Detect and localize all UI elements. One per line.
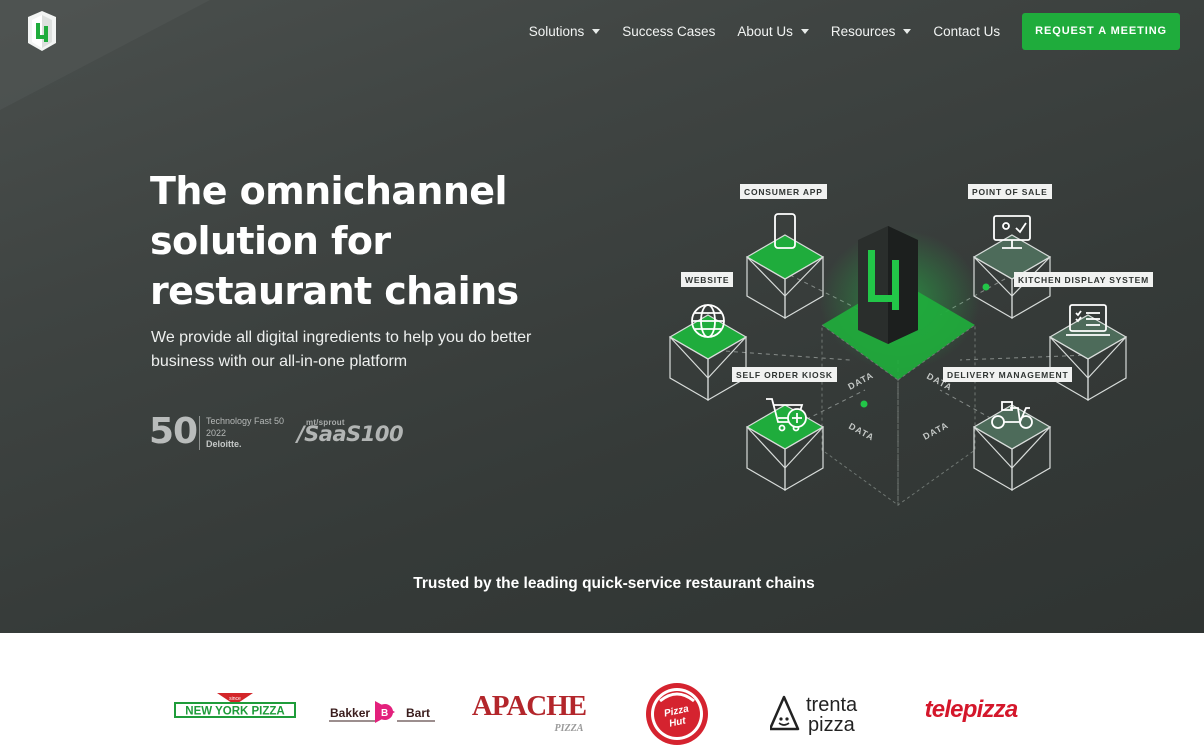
deloitte-line: Deloitte.	[206, 439, 242, 449]
label-website: WEBSITE	[681, 272, 734, 287]
data-flow-label: DATA	[921, 420, 950, 442]
trusted-by-heading: Trusted by the leading quick-service res…	[413, 575, 815, 592]
label-delivery-management: DELIVERY MANAGEMENT	[943, 367, 1073, 382]
award-divider	[199, 416, 200, 450]
nav-label-about-us: About Us	[737, 23, 793, 39]
hero-headline: The omnichannel solution for restaurant …	[150, 166, 570, 316]
deloitte-line: Technology Fast 50	[206, 416, 285, 426]
nav-item-contact-us[interactable]: Contact Us	[933, 24, 1000, 39]
trenta-text: trenta	[806, 694, 858, 716]
kds-screen-icon	[1066, 304, 1110, 336]
headline-line: solution for	[150, 219, 391, 263]
headline-line: restaurant chains	[150, 269, 519, 313]
new-york-pizza-logo[interactable]: since NEW YORK PIZZA	[173, 691, 297, 725]
svg-text:B: B	[381, 708, 388, 719]
nav-item-success-cases[interactable]: Success Cases	[622, 24, 715, 39]
label-consumer-app: CONSUMER APP	[740, 184, 827, 199]
pizzahut-text-1: Pizza	[663, 703, 690, 719]
data-flow-label: DATA	[847, 421, 876, 443]
caret-down-icon	[592, 28, 601, 34]
deloitte-line: 2022	[206, 427, 227, 438]
pizzahut-text-2: Hut	[668, 715, 687, 729]
label-self-order-kiosk: SELF ORDER KIOSK	[732, 367, 837, 382]
nav-label-solutions: Solutions	[528, 23, 585, 39]
main-nav: Solutions Success Cases About Us Resourc…	[529, 12, 1180, 50]
platform-diagram: DATA DATA DATA DATA CONSUMER APP POINT O…	[640, 160, 1170, 520]
telepizza-text: telepizza	[925, 696, 1018, 723]
globe-icon	[691, 304, 725, 338]
scooter-icon	[991, 401, 1033, 429]
nyp-text: NEW YORK PIZZA	[185, 706, 284, 718]
nav-item-solutions[interactable]: Solutions	[529, 24, 601, 39]
apache-pizza-logo[interactable]: APACHE PIZZA	[468, 685, 590, 735]
deloitte-fast50-number: 50	[149, 411, 198, 452]
cart-add-icon	[766, 398, 807, 432]
bakker-bart-logo[interactable]: Bakker B Bart	[329, 699, 437, 725]
mtsprout-label: mt/sprout	[306, 418, 345, 427]
nyp-since-text: since	[229, 696, 241, 702]
nav-item-resources[interactable]: Resources	[831, 24, 912, 39]
caret-down-icon	[903, 28, 912, 34]
nav-item-about-us[interactable]: About Us	[737, 24, 809, 39]
data-flow-label: DATA	[846, 370, 875, 392]
smartphone-icon	[774, 213, 796, 249]
deloitte-fast50-badge: Technology Fast 50 2022 Deloitte.	[206, 416, 284, 451]
label-point-of-sale: POINT OF SALE	[968, 184, 1052, 199]
hero-section: Solutions Success Cases About Us Resourc…	[0, 0, 1204, 633]
telepizza-logo[interactable]: telepizza	[914, 693, 1028, 727]
subtext-line: We provide all digital ingredients to he…	[151, 329, 532, 346]
pizza-hut-logo[interactable]: Pizza Hut	[640, 679, 714, 745]
company-logo[interactable]	[24, 9, 60, 53]
label-kitchen-display: KITCHEN DISPLAY SYSTEM	[1014, 272, 1153, 287]
caret-down-icon	[800, 28, 809, 34]
client-logos-strip: since NEW YORK PIZZA Bakker B Bart APACH…	[0, 633, 1204, 745]
bart-text: Bart	[406, 706, 430, 720]
trenta-pizza-logo[interactable]: trenta pizza	[770, 691, 880, 735]
saas100-badge: /SaaS100	[297, 422, 404, 446]
bakker-text: Bakker	[330, 706, 370, 720]
apache-sub-text: PIZZA	[555, 723, 584, 734]
pos-monitor-icon	[993, 215, 1031, 249]
apache-text: APACHE	[472, 690, 586, 722]
center-logo-icon	[858, 226, 918, 344]
nav-label-resources: Resources	[830, 23, 896, 39]
platform-diagram-graphic: DATA DATA DATA DATA	[668, 213, 1128, 506]
request-meeting-button[interactable]: REQUEST A MEETING	[1022, 12, 1180, 50]
trenta-pizza-text: pizza	[808, 714, 856, 735]
nav-label-contact-us: Contact Us	[933, 23, 1001, 39]
headline-line: The omnichannel	[150, 169, 507, 213]
nav-label-success-cases: Success Cases	[622, 23, 716, 39]
hero-subtext: We provide all digital ingredients to he…	[151, 326, 591, 373]
subtext-line: business with our all-in-one platform	[151, 352, 408, 370]
